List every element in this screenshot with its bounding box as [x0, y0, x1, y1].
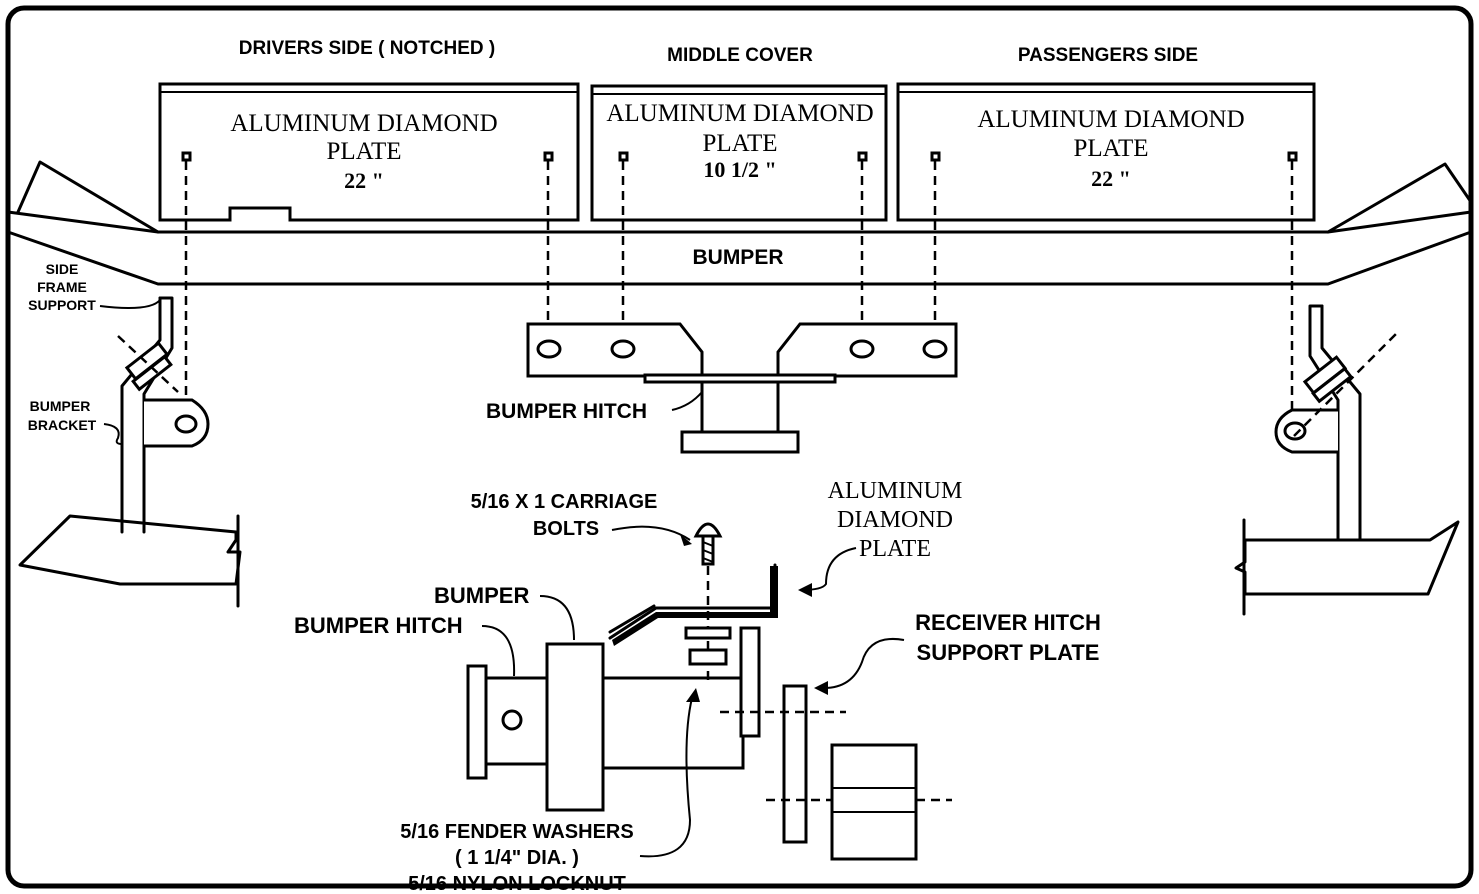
right-side-bracket [1234, 304, 1460, 616]
receiver-label-2: SUPPORT PLATE [917, 640, 1100, 665]
passengers-side-heading: PASSENGERS SIDE [1018, 45, 1198, 66]
bumper-hitch-top [526, 322, 958, 454]
bumper-bracket-label-1: BUMPER [30, 398, 91, 414]
receiver-leader [823, 638, 905, 689]
passengers-side-panel [896, 82, 1316, 222]
bumper-bracket-leader [103, 423, 123, 445]
washers-arrowhead [686, 688, 700, 702]
plate-detail-label-1: ALUMINUM [828, 478, 963, 504]
bumper-detail-label: BUMPER [434, 583, 529, 608]
middle-panel-label-1: ALUMINUM DIAMOND [606, 100, 873, 127]
middle-panel-label-2: PLATE [703, 130, 778, 157]
alignment-dash-lines [184, 161, 1294, 420]
plate-detail-arrowhead [798, 583, 812, 597]
bumper-hitch-top-label: BUMPER HITCH [486, 400, 647, 423]
side-frame-support-label-3: SUPPORT [28, 297, 96, 313]
washers-leader [639, 697, 693, 858]
drivers-panel-size: 22 " [344, 168, 384, 193]
bumper [6, 160, 1473, 286]
passengers-panel-label-2: PLATE [1074, 135, 1149, 162]
plate-detail-label-3: PLATE [859, 536, 931, 562]
drivers-panel-label-2: PLATE [327, 138, 402, 165]
bumper-bracket-label-2: BRACKET [28, 417, 97, 433]
washers-label-1: 5/16 FENDER WASHERS [400, 821, 633, 843]
left-side-bracket [18, 296, 242, 608]
middle-cover-heading: MIDDLE COVER [667, 45, 813, 66]
washers-label-2: ( 1 1/4" DIA. ) [455, 847, 579, 869]
carriage-bolts-label-2: BOLTS [533, 518, 599, 540]
side-frame-support-label-1: SIDE [46, 261, 79, 277]
bumper-detail-leader [539, 595, 575, 641]
bumper-hitch-detail-label: BUMPER HITCH [294, 613, 463, 638]
bumper-hitch-detail-leader [481, 625, 516, 677]
hitch-detail [466, 522, 952, 861]
bumper-label: BUMPER [692, 246, 783, 269]
plate-detail-label-2: DIAMOND [837, 507, 953, 533]
side-frame-support-label-2: FRAME [37, 279, 87, 295]
diagram-frame [5, 5, 1474, 889]
carriage-bolts-leader [611, 525, 691, 541]
locknut-label: 5/16 NYLON LOCKNUT [408, 873, 626, 894]
drivers-side-heading: DRIVERS SIDE ( NOTCHED ) [239, 38, 496, 59]
receiver-arrowhead [814, 681, 828, 695]
passengers-panel-label-1: ALUMINUM DIAMOND [977, 106, 1244, 133]
passengers-panel-size: 22 " [1091, 166, 1131, 191]
middle-cover-panel [590, 84, 888, 222]
plate-detail-leader [801, 547, 857, 591]
bumper-hitch-top-leader [671, 391, 703, 411]
side-frame-support-leader [99, 299, 161, 309]
carriage-bolts-arrowhead [680, 534, 692, 546]
receiver-label-1: RECEIVER HITCH [915, 610, 1101, 635]
drivers-panel-label-1: ALUMINUM DIAMOND [230, 110, 497, 137]
carriage-bolts-label-1: 5/16 X 1 CARRIAGE [471, 491, 658, 513]
drivers-side-panel [158, 82, 580, 222]
middle-panel-size: 10 1/2 " [703, 157, 776, 182]
